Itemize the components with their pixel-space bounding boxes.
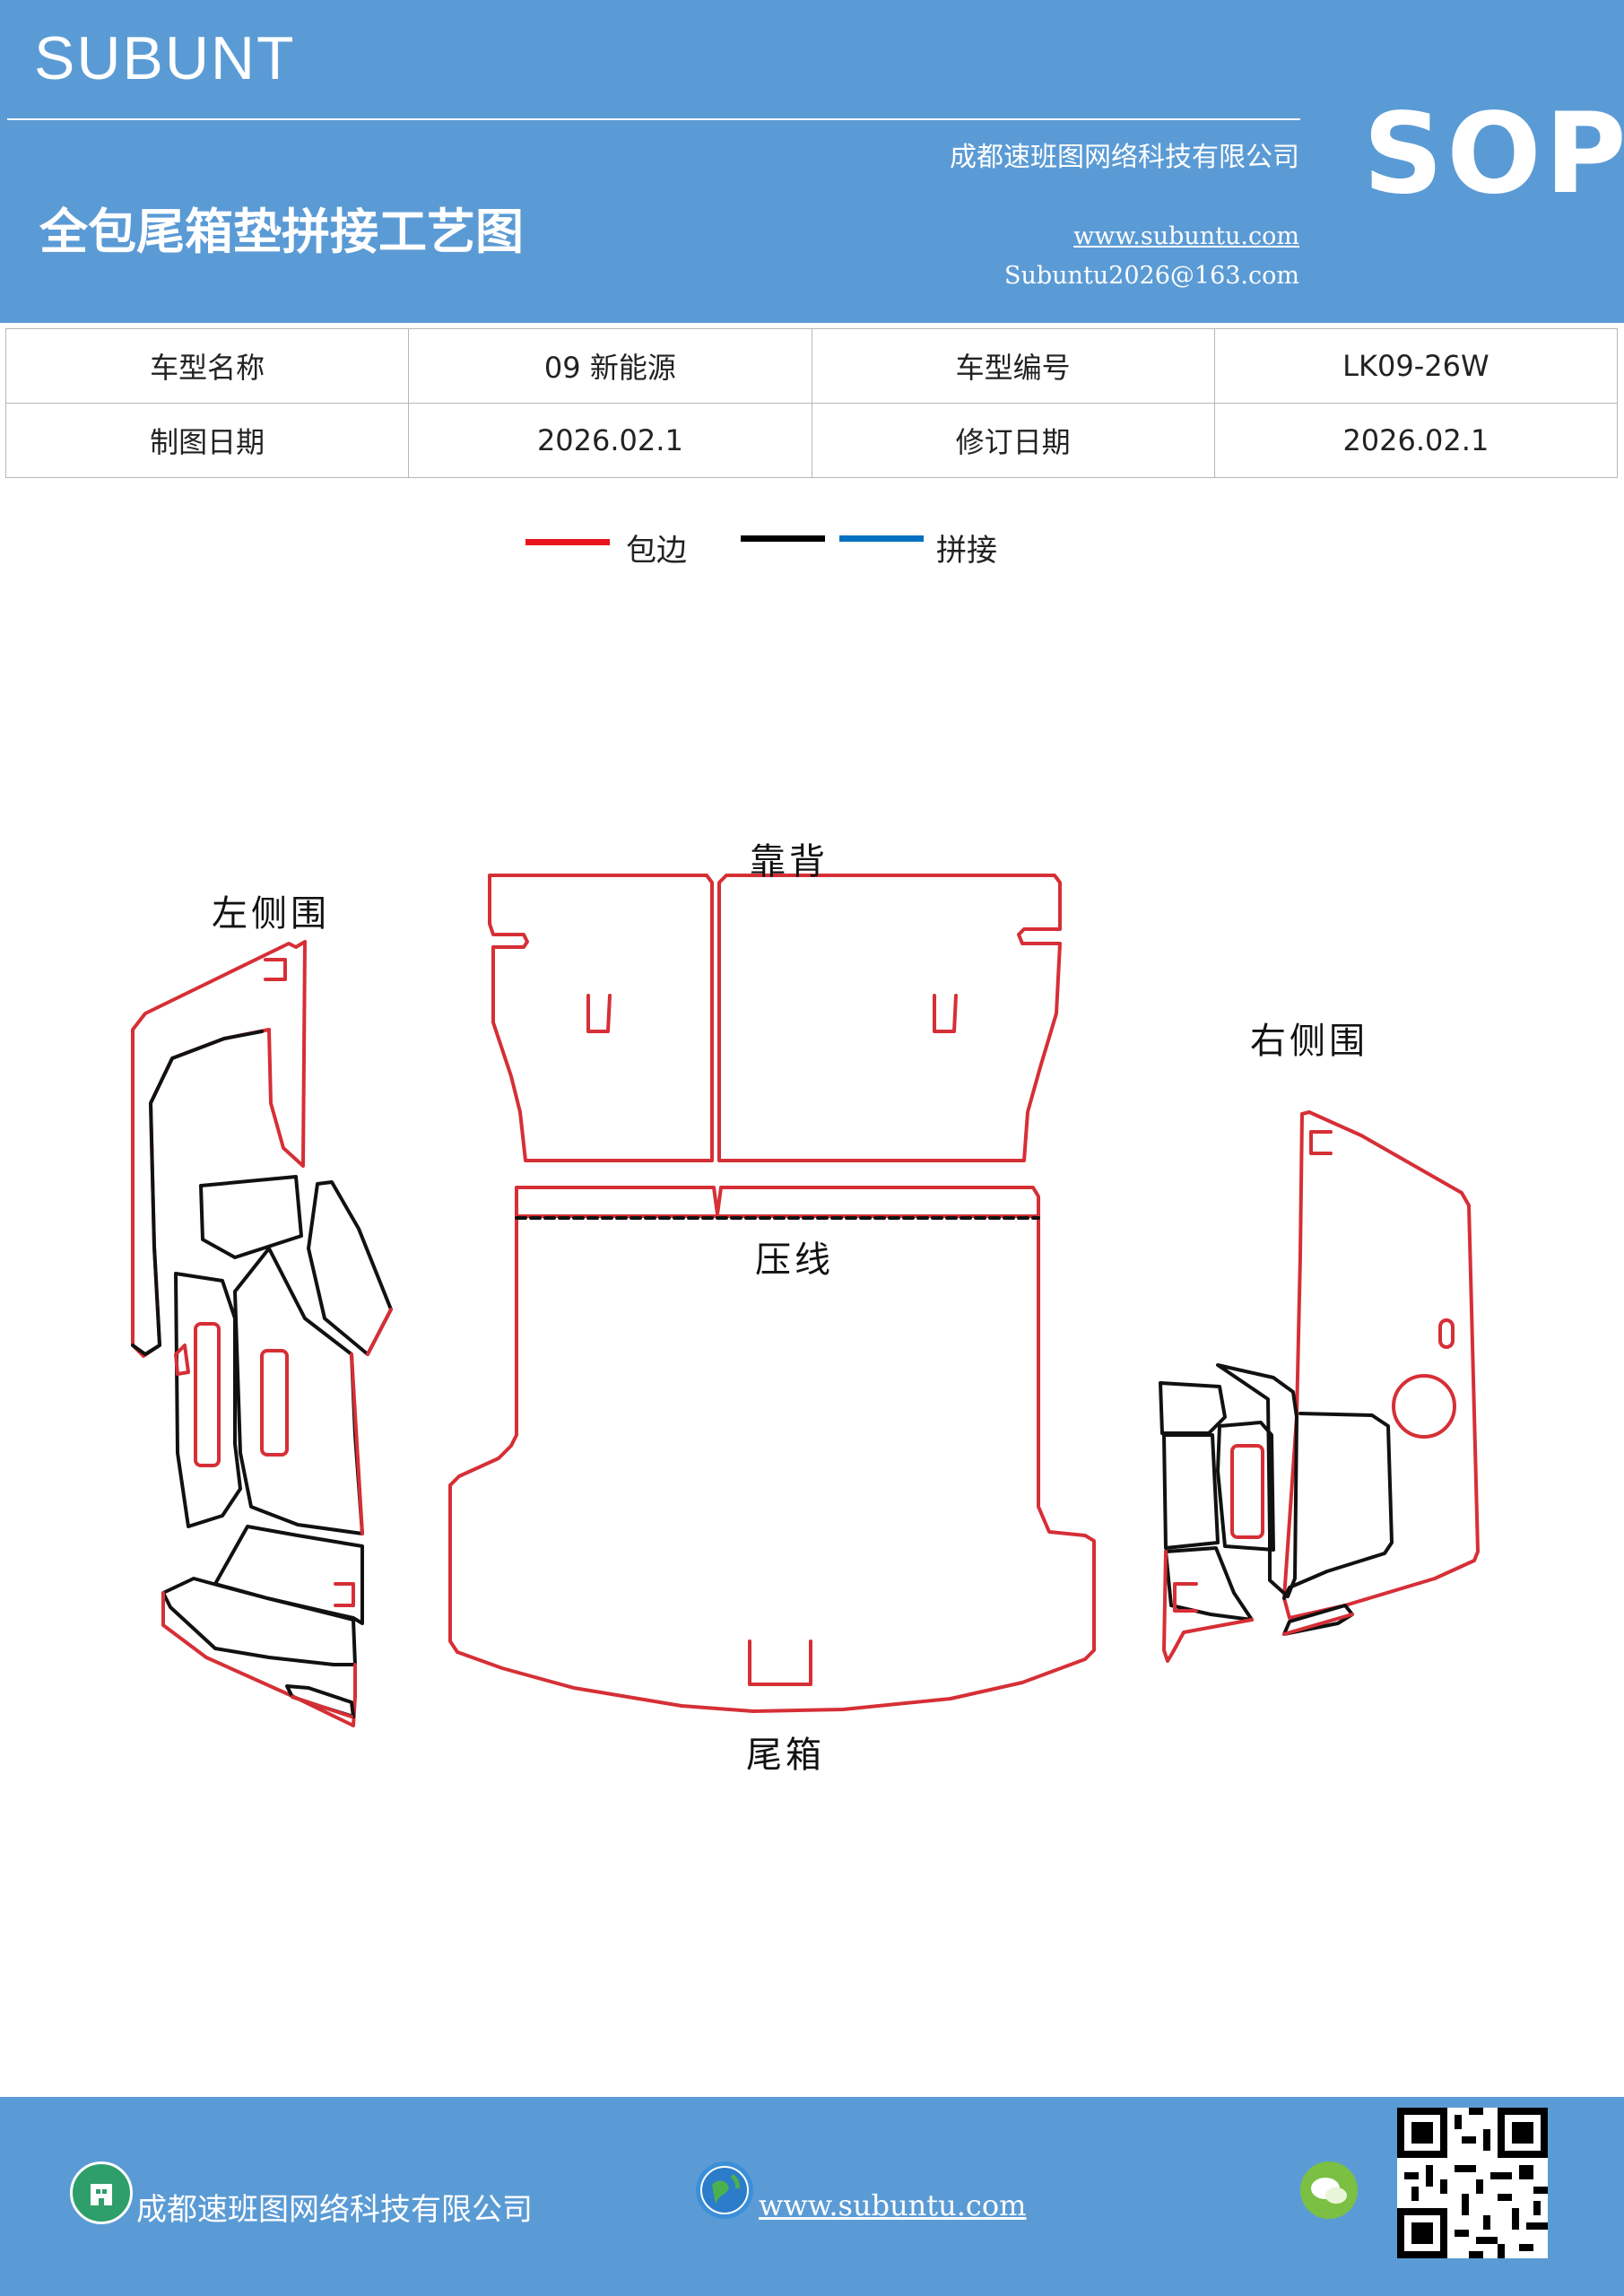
table-cell: 2026.02.1 [1213, 403, 1619, 478]
qr-code [1397, 2108, 1548, 2258]
backrest-label: 靠背 [750, 841, 829, 883]
document-title: 全包尾箱垫拼接工艺图 [39, 203, 524, 260]
table-row: 制图日期 2026.02.1 修订日期 2026.02.1 [4, 403, 1619, 478]
table-cell: 2026.02.1 [408, 403, 812, 478]
right-side-label: 右侧围 [1250, 1021, 1368, 1062]
crease-label: 压线 [755, 1239, 834, 1281]
left-side-panel [131, 940, 393, 1727]
building-icon [70, 2161, 133, 2224]
table-cell: 制图日期 [4, 403, 410, 478]
table-cell: 09 新能源 [408, 328, 812, 404]
left-side-label: 左侧围 [212, 893, 330, 935]
backrest-panel [488, 874, 1062, 1162]
legend-swatch-edge [525, 539, 610, 545]
legend-label-edge: 包边 [626, 533, 687, 569]
brand-name: SUBUNT [34, 24, 296, 92]
footer-website-link[interactable]: www.subuntu.com [759, 2188, 1027, 2222]
legend-swatch-black [741, 535, 825, 542]
legend-label-seam: 拼接 [936, 533, 997, 569]
email-address: Subuntu2026@163.com [1004, 262, 1299, 290]
wechat-icon [1300, 2161, 1358, 2219]
table-cell: 修订日期 [811, 403, 1215, 478]
table-cell: LK09-26W [1213, 328, 1619, 404]
trunk-label: 尾箱 [746, 1735, 825, 1776]
footer-company: 成都速班图网络科技有限公司 [136, 2192, 533, 2228]
page-header: SUBUNT SOP 成都速班图网络科技有限公司 全包尾箱垫拼接工艺图 www.… [0, 0, 1624, 323]
globe-icon [696, 2161, 753, 2219]
legend-swatch-seam [839, 535, 924, 542]
website-link[interactable]: www.subuntu.com [1073, 222, 1299, 250]
right-side-panel [1159, 1110, 1480, 1663]
header-divider [7, 118, 1300, 120]
company-name: 成都速班图网络科技有限公司 [950, 142, 1299, 173]
table-cell: 车型编号 [811, 328, 1215, 404]
trunk-floor-panel [448, 1186, 1096, 1713]
vehicle-info-table: 车型名称 09 新能源 车型编号 LK09-26W 制图日期 2026.02.1… [4, 328, 1619, 478]
table-cell: 车型名称 [4, 328, 410, 404]
sop-badge: SOP [1363, 90, 1624, 219]
table-row: 车型名称 09 新能源 车型编号 LK09-26W [4, 328, 1619, 404]
